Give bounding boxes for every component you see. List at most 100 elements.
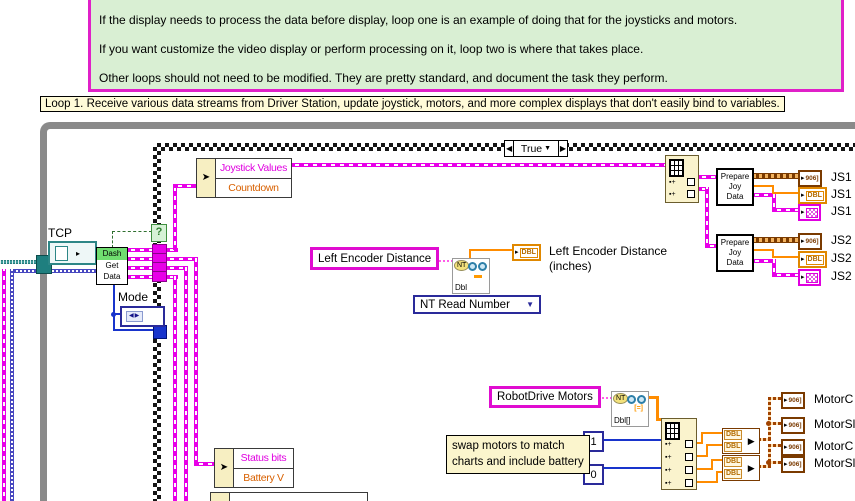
nt-read-array-node[interactable]: NT [=] Dbl[] — [611, 391, 649, 427]
wire-cluster — [772, 273, 798, 277]
index-output-icon — [685, 466, 693, 474]
index-output-icon — [685, 479, 693, 487]
wire-int — [113, 313, 122, 315]
dbl-terminal-js[interactable]: ▸DBL — [798, 187, 827, 204]
unbundle-row-status-bits: Status bits — [234, 449, 293, 469]
array-terminal-motor[interactable]: ▸906] — [781, 456, 805, 473]
case-prev-icon[interactable]: ◀ — [506, 143, 513, 153]
terminal-label: MotorSl — [814, 456, 855, 470]
index-input-icon: ▪+ — [665, 453, 672, 461]
prepare-joy-data-node[interactable]: Prepare Joy Data — [716, 234, 754, 272]
unbundle-arrow-icon: ➤ — [201, 172, 211, 183]
wire-cluster — [184, 266, 188, 501]
node-text: Joy — [728, 248, 742, 257]
loop1-label[interactable]: Loop 1. Receive various data streams fro… — [40, 96, 785, 112]
tcp-refnum-control[interactable]: ▸ — [48, 241, 97, 265]
mode-enum-indicator[interactable]: ◀▶ — [120, 306, 165, 327]
case-selector-value[interactable]: True — [520, 142, 543, 155]
case-tunnel-mode[interactable] — [153, 325, 167, 339]
array-bracket-icon: [=] — [634, 405, 643, 412]
wire-int — [113, 283, 115, 331]
array-type-icon: 906] — [788, 461, 802, 468]
wire-cluster — [126, 257, 155, 261]
nt-method-selector[interactable]: NT Read Number ▼ — [413, 295, 541, 314]
nt-read-node[interactable]: NT Dbl — [452, 258, 490, 294]
terminal-arrow-icon: ▸ — [515, 249, 519, 256]
case-dropdown-icon[interactable]: ▼ — [544, 145, 552, 152]
unbundle-status-node[interactable]: ➤ Status bits Battery V — [214, 448, 294, 488]
index-output-icon — [687, 178, 695, 186]
case-next-icon[interactable]: ▶ — [559, 143, 566, 153]
array-type-icon: 906] — [788, 397, 802, 404]
while-loop-border[interactable] — [40, 122, 855, 501]
index-array-node-motors[interactable]: ▪+ ▪+ ▪+ ▪+ — [661, 418, 697, 490]
terminal-arrow-icon: ▸ — [801, 209, 805, 216]
wire-int — [113, 329, 155, 331]
build-array-node[interactable]: DBL DBL ▶ — [722, 455, 760, 481]
index-input-icon: ▪+ — [669, 178, 676, 186]
wire-array — [768, 445, 771, 467]
array-terminal-js[interactable]: ▸906] — [798, 233, 822, 250]
index-output-icon — [687, 190, 695, 198]
array-terminal-js[interactable]: ▸906] — [798, 170, 822, 187]
node-text: Joy — [728, 182, 742, 191]
dash-get-data-node[interactable]: Dash Get Data — [96, 247, 128, 285]
dash-node-line: Get — [105, 261, 119, 270]
swap-motors-comment[interactable]: swap motors to match charts and include … — [446, 435, 590, 475]
wire-dbl — [469, 250, 471, 260]
array-terminal-motor[interactable]: ▸906] — [781, 439, 805, 456]
mode-label: Mode — [118, 290, 149, 304]
wire-dbl — [711, 459, 722, 461]
wire-int — [600, 467, 661, 469]
comment-line: charts and include battery — [452, 455, 584, 468]
wire-cluster — [173, 184, 196, 188]
dbl-cell: DBL — [724, 430, 743, 440]
index-input-icon: ▪+ — [665, 479, 672, 487]
case-tunnel[interactable] — [152, 271, 167, 282]
index-output-icon — [685, 440, 693, 448]
build-array-icon: ▶ — [747, 435, 755, 446]
comment-line: swap motors to match — [452, 440, 565, 452]
tcp-label: TCP — [48, 226, 72, 240]
index-array-node-joysticks[interactable]: ▪+ ▪+ — [665, 155, 699, 203]
array-terminal-motor[interactable]: ▸906] — [781, 392, 805, 409]
wire-cluster — [705, 244, 716, 248]
terminal-label: JS1 B — [831, 204, 855, 218]
nt-type-label: Dbl[] — [614, 416, 631, 425]
build-array-node[interactable]: DBL DBL ▶ — [722, 428, 760, 454]
enum-arrows-icon: ◀▶ — [126, 311, 144, 322]
wire-junction-dot — [766, 460, 771, 465]
wire-cluster — [750, 259, 776, 263]
partial-unbundle-node[interactable] — [210, 492, 368, 501]
wire-cluster — [126, 248, 155, 252]
string-constant-left-encoder[interactable]: Left Encoder Distance — [310, 247, 440, 270]
wire-array — [758, 465, 771, 468]
unbundle-joystick-node[interactable]: ➤ Joystick Values Countdown — [196, 158, 292, 198]
wire-dbl — [695, 468, 713, 470]
cluster-terminal-js[interactable]: ▸ — [798, 204, 821, 221]
wire-dbl — [469, 249, 513, 251]
dbl-terminal-left-encoder[interactable]: ▸ DBL — [512, 244, 541, 261]
case-selector[interactable]: ◀ True▼ ▶ — [504, 140, 568, 157]
documentation-comment[interactable]: If the display needs to process the data… — [88, 0, 844, 92]
string-constant-robotdrive[interactable]: RobotDrive Motors — [489, 386, 601, 408]
wire-cluster — [173, 187, 177, 250]
array-terminal-motor[interactable]: ▸906] — [781, 417, 805, 434]
wire-array — [768, 461, 781, 464]
case-condition-terminal[interactable]: ? — [151, 224, 167, 242]
dbl-cell: DBL — [724, 442, 743, 452]
terminal-label: MotorSl — [814, 417, 855, 431]
wire-cluster — [173, 275, 177, 501]
wire-cluster — [772, 193, 776, 212]
wire-dbl — [695, 442, 703, 444]
array-type-icon: 906] — [805, 175, 819, 182]
dbl-terminal-js[interactable]: ▸DBL — [798, 251, 827, 268]
wire-dbl — [772, 249, 774, 258]
unbundle-row-countdown: Countdown — [216, 178, 291, 197]
prepare-joy-data-node[interactable]: Prepare Joy Data — [716, 168, 754, 206]
wire-array — [750, 173, 798, 179]
wire-cluster — [165, 257, 198, 261]
wire-cluster — [772, 208, 798, 212]
cluster-terminal-js[interactable]: ▸ — [798, 269, 821, 286]
